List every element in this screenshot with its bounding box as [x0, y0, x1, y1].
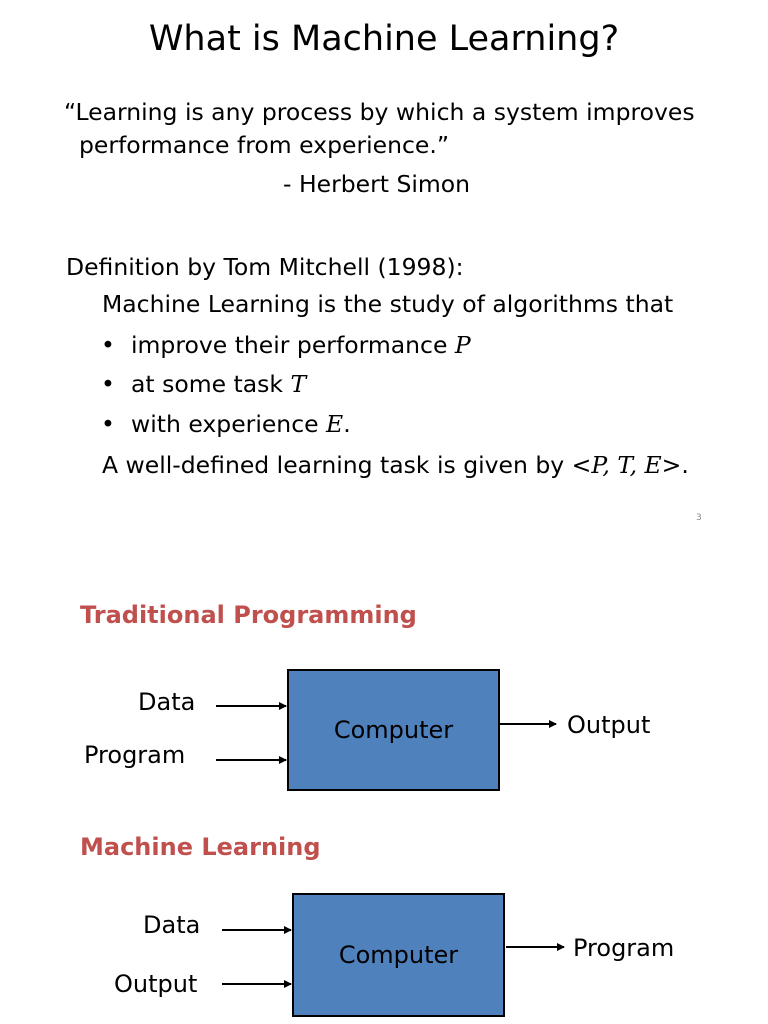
traditional-input-program: Program — [84, 741, 186, 769]
quote-attribution: - Herbert Simon — [283, 170, 471, 198]
bullet-text: at some task — [131, 370, 291, 398]
bullet-symbol: P — [454, 331, 471, 359]
bullet-item: • at some task T — [101, 368, 306, 401]
bullet-dot: • — [101, 410, 115, 438]
bullet-item: • improve their performance P — [101, 329, 471, 362]
bullet-dot: • — [101, 331, 115, 359]
slide-title: What is Machine Learning? — [148, 19, 620, 59]
quote-line-1: “Learning is any process by which a syst… — [64, 98, 695, 126]
bullet-dot: • — [101, 370, 115, 398]
traditional-computer-box: Computer — [287, 669, 500, 791]
ml-output-program: Program — [573, 934, 675, 962]
simon-quote: “Learning is any process by which a syst… — [64, 96, 695, 162]
definition-intro: Machine Learning is the study of algorit… — [102, 290, 674, 318]
bullet-text: improve their performance — [131, 331, 455, 359]
traditional-output: Output — [567, 711, 651, 739]
quote-line-2: performance from experience.” — [79, 131, 450, 159]
traditional-heading: Traditional Programming — [80, 601, 417, 629]
ml-computer-label: Computer — [338, 941, 459, 969]
ml-input-output: Output — [114, 970, 198, 998]
ml-heading: Machine Learning — [80, 833, 321, 861]
definition-heading: Definition by Tom Mitchell (1998): — [66, 253, 464, 281]
page-number: 3 — [696, 513, 702, 523]
closing-prefix: A well-defined learning task is given by… — [102, 451, 592, 479]
ml-computer-box: Computer — [292, 893, 505, 1017]
bullet-symbol: T — [290, 370, 307, 398]
traditional-computer-label: Computer — [333, 716, 454, 744]
closing-suffix: >. — [661, 451, 689, 479]
definition-closing: A well-defined learning task is given by… — [102, 449, 689, 482]
bullet-text: with experience — [131, 410, 327, 438]
closing-math: P, T, E — [591, 451, 662, 479]
bullet-suffix: . — [343, 410, 351, 438]
bullet-symbol: E — [326, 410, 344, 438]
ml-input-data: Data — [143, 911, 201, 939]
bullet-item: • with experience E. — [101, 408, 351, 441]
traditional-input-data: Data — [138, 688, 196, 716]
